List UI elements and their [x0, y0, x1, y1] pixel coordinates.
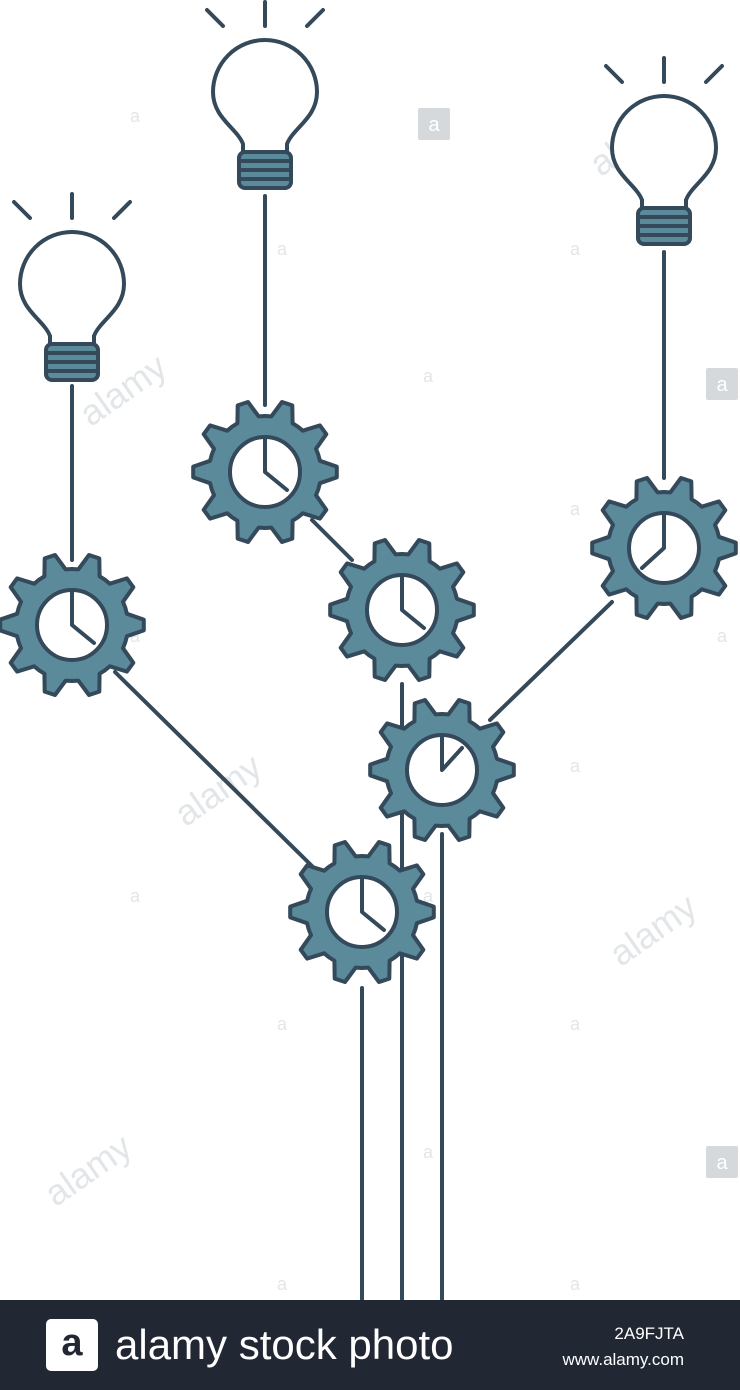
footer-url[interactable]: www.alamy.com — [562, 1350, 684, 1369]
watermark-text: alamy — [37, 1125, 139, 1214]
watermark-letter: a — [423, 1142, 434, 1162]
watermark-box — [706, 1146, 738, 1178]
watermark-letter: a — [277, 1014, 288, 1034]
gear-hand — [400, 573, 426, 630]
gear-hand — [70, 588, 96, 645]
watermark-letter: a — [130, 106, 141, 126]
watermark-letter: a — [570, 499, 581, 519]
watermark-text: alamy — [602, 885, 704, 974]
connector-line — [310, 518, 354, 562]
watermark-box-letter: a — [716, 374, 728, 396]
bulb-ray — [604, 64, 624, 84]
watermark-box — [418, 108, 450, 140]
bulb-ray — [12, 200, 32, 220]
watermark-letter: a — [570, 1014, 581, 1034]
watermark-box-letter: a — [716, 1152, 728, 1174]
watermark-letter: a — [130, 886, 141, 906]
gear-hand — [360, 875, 386, 932]
watermark-letter: a — [277, 1274, 288, 1294]
watermark-letter: a — [717, 626, 728, 646]
bulb-glass — [18, 230, 126, 346]
bulb-ray — [205, 8, 225, 28]
lightbulb-right-icon — [604, 56, 724, 246]
watermark-letter: a — [277, 239, 288, 259]
gear-middle-icon — [328, 538, 476, 682]
watermark-layer: alamyalamyalamyalamyalamyaaaaaaaaaaaaaaa… — [37, 95, 738, 1294]
footer-brand-text[interactable]: alamy stock photo — [115, 1321, 454, 1368]
gear-hand — [640, 511, 666, 570]
illustration-canvas: alamyalamyalamyalamyalamyaaaaaaaaaaaaaaa… — [0, 0, 740, 1300]
watermark-text: alamy — [167, 745, 269, 834]
connector-line — [488, 600, 614, 722]
bulb-glass — [610, 94, 718, 210]
footer-image-id: 2A9FJTA — [614, 1324, 684, 1343]
watermark-letter: a — [423, 886, 434, 906]
bulb-glass — [211, 38, 319, 154]
gear-bottom-icon — [288, 840, 436, 984]
watermark-letter: a — [423, 366, 434, 386]
bulb-ray — [112, 200, 132, 220]
gear-upper-middle-icon — [191, 400, 339, 544]
watermark-box-letter: a — [428, 114, 440, 136]
lightbulb-middle-icon — [205, 0, 325, 190]
lightbulb-left-icon — [12, 192, 132, 382]
watermark-letter: a — [570, 756, 581, 776]
illustration-svg: alamyalamyalamyalamyalamyaaaaaaaaaaaaaaa… — [0, 0, 738, 1300]
gear-left-icon — [0, 553, 146, 697]
gear-right-icon — [590, 476, 738, 620]
watermark-letter: a — [570, 239, 581, 259]
footer-bar: a alamy stock photo 2A9FJTA www.alamy.co… — [0, 1300, 740, 1390]
watermark-box — [706, 368, 738, 400]
connector-line — [113, 670, 314, 868]
gear-lower-icon — [368, 698, 516, 842]
gear-hand — [440, 733, 464, 772]
bulb-ray — [305, 8, 325, 28]
bulb-ray — [704, 64, 724, 84]
watermark-letter: a — [570, 1274, 581, 1294]
gear-hand — [263, 435, 289, 492]
alamy-logo-icon[interactable]: a — [46, 1319, 98, 1371]
watermark-letter: a — [130, 626, 141, 646]
